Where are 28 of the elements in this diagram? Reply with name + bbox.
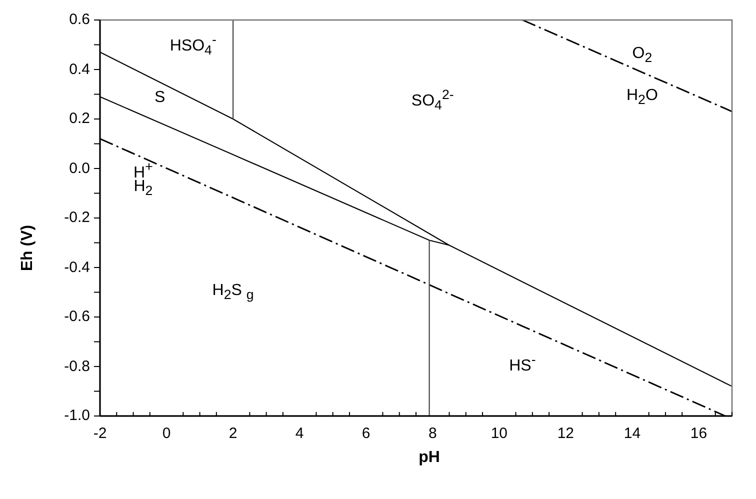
tick-label: 0 bbox=[161, 426, 172, 441]
region-label: S bbox=[154, 90, 166, 106]
tick-label: -1.0 bbox=[63, 408, 90, 423]
tick-label: 14 bbox=[622, 426, 642, 441]
region-label: HS$^{-}$ bbox=[508, 352, 537, 374]
tick-label: -0.4 bbox=[63, 260, 90, 274]
tick-label: 8 bbox=[427, 426, 438, 441]
tick-label: -2 bbox=[92, 426, 108, 441]
tick-label: 0.0 bbox=[68, 160, 90, 176]
tick-label: 4 bbox=[294, 426, 305, 441]
axis-title: Eh (V) bbox=[20, 224, 36, 274]
tick-label: 12 bbox=[556, 426, 576, 441]
region-label: H$^{+}$ bbox=[132, 160, 154, 181]
tick-label: -0.6 bbox=[63, 309, 90, 324]
tick-label: 0.4 bbox=[68, 62, 90, 76]
tick-label: 6 bbox=[360, 426, 372, 441]
region-label: H$_{2}$ bbox=[132, 179, 154, 198]
tick-label: 0.2 bbox=[68, 111, 90, 126]
region-label: H$_{2}$O bbox=[625, 88, 659, 106]
tick-label: 10 bbox=[490, 426, 508, 441]
tick-label: 16 bbox=[689, 426, 708, 441]
tick-label: 2 bbox=[228, 426, 238, 441]
tick-label: -0.8 bbox=[63, 358, 90, 374]
region-label: O$_{2}$ bbox=[631, 46, 654, 64]
tick-label: -0.2 bbox=[63, 210, 90, 225]
tick-label: 0.6 bbox=[68, 12, 90, 27]
region-label: H$_{2}$S $_{g}$ bbox=[211, 283, 255, 302]
axis-title: pH bbox=[418, 450, 441, 466]
